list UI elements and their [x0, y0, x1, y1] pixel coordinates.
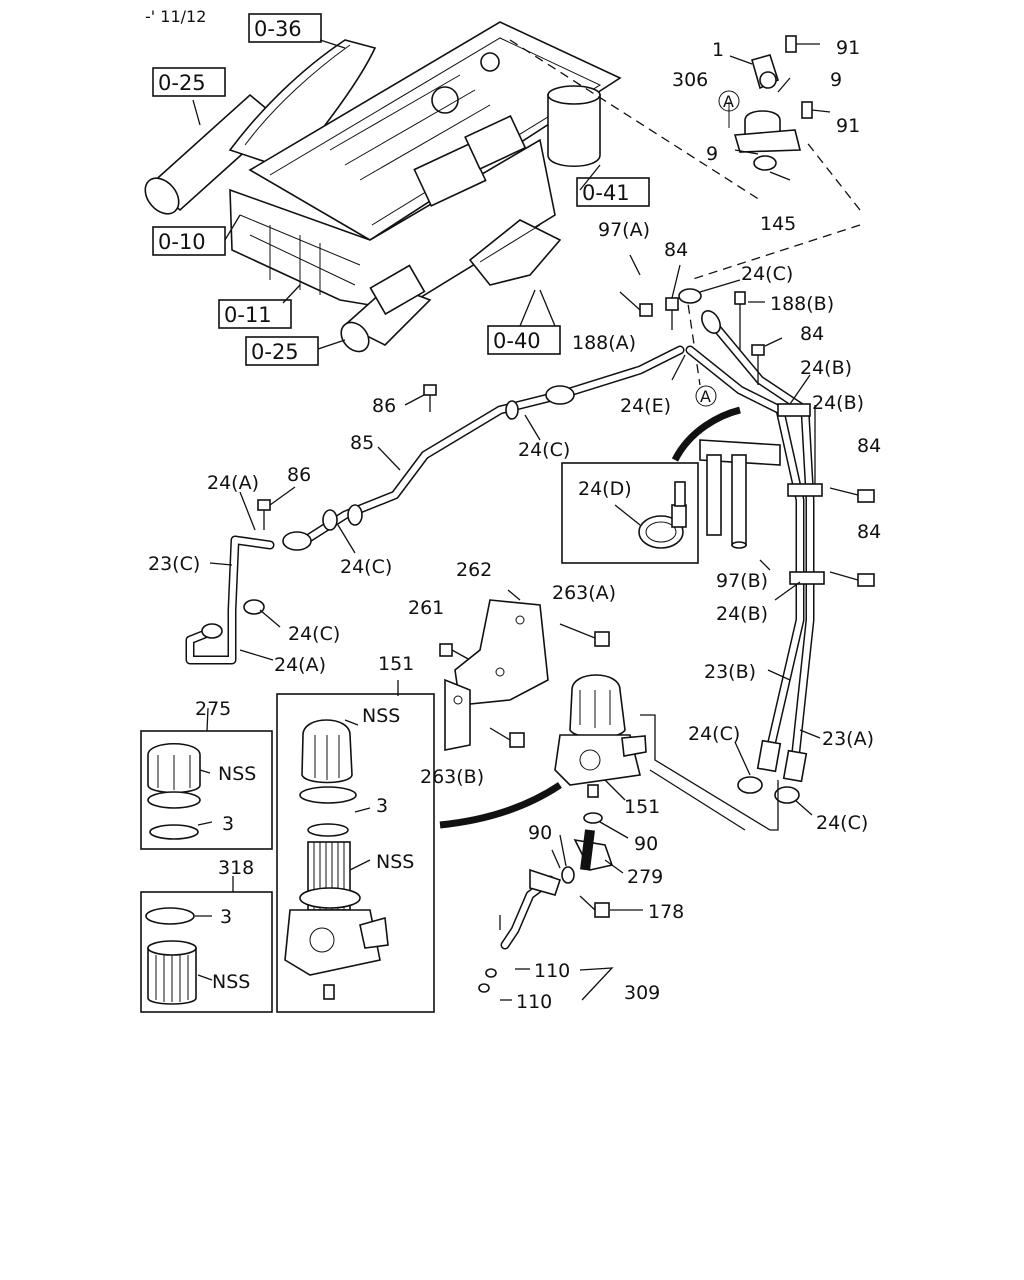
- inset-275: [140, 707, 273, 850]
- callout: 306: [672, 69, 708, 91]
- callout: 24(C): [518, 439, 570, 461]
- callout: 84: [857, 435, 881, 457]
- ref-box-frame: [218, 299, 292, 329]
- callout: 90: [528, 822, 552, 844]
- callout: 24(C): [688, 723, 740, 745]
- callout: 188(B): [770, 293, 834, 315]
- callout: 24(B): [812, 392, 864, 414]
- callout: 178: [648, 901, 684, 923]
- callout: 145: [760, 213, 796, 235]
- callout: 85: [350, 432, 374, 454]
- callout: 86: [372, 395, 396, 417]
- ref-box-frame: [152, 67, 226, 97]
- callout: 261: [408, 597, 444, 619]
- ref-box-0-25-bottom: 0-25: [251, 340, 299, 364]
- callout: 263(A): [552, 582, 616, 604]
- circle-mark-a: A: [723, 92, 734, 111]
- callout: 91: [836, 37, 860, 59]
- circle-mark-a: A: [700, 387, 711, 406]
- clips: [756, 403, 825, 783]
- callout: 23(C): [148, 553, 200, 575]
- ref-box-0-36: 0-36: [254, 17, 302, 41]
- callout: NSS: [376, 851, 414, 873]
- callout: 3: [376, 795, 388, 817]
- ref-box-frame: [487, 325, 561, 355]
- ref-box-frame: [248, 13, 322, 43]
- callout: 110: [516, 991, 552, 1013]
- ref-box-0-41: 0-41: [582, 181, 630, 205]
- callout: 24(E): [620, 395, 671, 417]
- callout: 97(B): [716, 570, 768, 592]
- callout: 84: [857, 521, 881, 543]
- ref-box-frame: [576, 177, 650, 207]
- callout: 24(D): [578, 478, 632, 500]
- callout: 24(A): [274, 654, 326, 676]
- hose-clamps: [201, 288, 800, 804]
- callout: 9: [706, 143, 718, 165]
- ref-box-frame: [245, 336, 319, 366]
- callout: NSS: [362, 705, 400, 727]
- inset-151: [276, 680, 435, 1013]
- callout: 3: [222, 813, 234, 835]
- filter-bracket-262: [444, 599, 549, 751]
- callout: 275: [195, 698, 231, 720]
- callout: 97(A): [598, 219, 650, 241]
- callout: 84: [800, 323, 824, 345]
- callout: NSS: [218, 763, 256, 785]
- callout: 151: [624, 796, 660, 818]
- sensor-assembly: [718, 35, 831, 171]
- callout: 24(C): [288, 623, 340, 645]
- ref-box-0-40: 0-40: [493, 329, 541, 353]
- callout: 24(C): [741, 263, 793, 285]
- callout: 24(C): [340, 556, 392, 578]
- callout: 24(B): [716, 603, 768, 625]
- callout: 24(C): [816, 812, 868, 834]
- ref-box-0-25-top: 0-25: [158, 71, 206, 95]
- fuel-filter-151: [439, 674, 779, 831]
- callout: 279: [627, 866, 663, 888]
- callout: 188(A): [572, 332, 636, 354]
- callout: 84: [664, 239, 688, 261]
- callout: 24(A): [207, 472, 259, 494]
- ref-box-0-11: 0-11: [224, 303, 272, 327]
- callout-leaders: [209, 55, 821, 1001]
- header-code: -' 11/12: [145, 7, 206, 26]
- callout: 86: [287, 464, 311, 486]
- callout: 263(B): [420, 766, 484, 788]
- callout: 318: [218, 857, 254, 879]
- callout: 3: [220, 906, 232, 928]
- callout: 24(B): [800, 357, 852, 379]
- callout: 9: [830, 69, 842, 91]
- inset-318: [140, 876, 273, 1013]
- ref-box-0-10: 0-10: [158, 230, 206, 254]
- callout: 262: [456, 559, 492, 581]
- callout: 110: [534, 960, 570, 982]
- bolts: [257, 291, 875, 918]
- ref-box-frame: [152, 226, 226, 256]
- inset-24d: [561, 462, 699, 564]
- diagram-text: -' 11/12 0-36 0-25 0-10 0-11 0-25 0-41 0…: [145, 7, 881, 1013]
- callout: 23(B): [704, 661, 756, 683]
- bracket-97b: [671, 406, 781, 549]
- callout: 309: [624, 982, 660, 1004]
- callout: 23(A): [822, 728, 874, 750]
- callout: NSS: [212, 971, 250, 993]
- callout: 90: [634, 833, 658, 855]
- engine-illustration: [144, 21, 622, 353]
- callout: 151: [378, 653, 414, 675]
- leader-lines: [192, 39, 861, 386]
- callout: 91: [836, 115, 860, 137]
- callout: 1: [712, 39, 724, 61]
